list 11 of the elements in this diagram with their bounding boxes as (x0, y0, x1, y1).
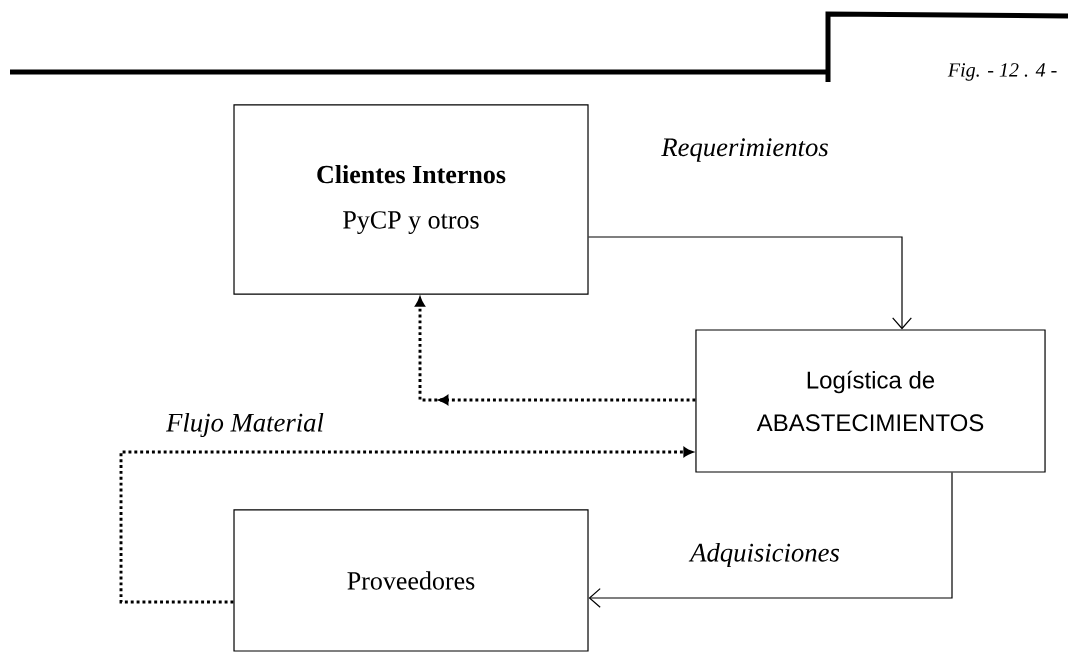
edge-label: Flujo Material (164, 411, 326, 439)
arrow (119, 447, 693, 604)
arrow (588, 236, 912, 330)
process-box: Proveedores (233, 509, 589, 652)
arrow (588, 472, 953, 608)
edge-label: Requerimientos (660, 137, 830, 163)
figure-number: Fig. - 12 . 4 - (947, 63, 1057, 81)
process-box: Clientes Internos PyCP y otros (233, 104, 589, 295)
edge-label: Adquisiciones (688, 541, 842, 569)
arrow (415, 297, 696, 405)
process-box: Logística de ABASTECIMIENTOS (695, 329, 1046, 473)
